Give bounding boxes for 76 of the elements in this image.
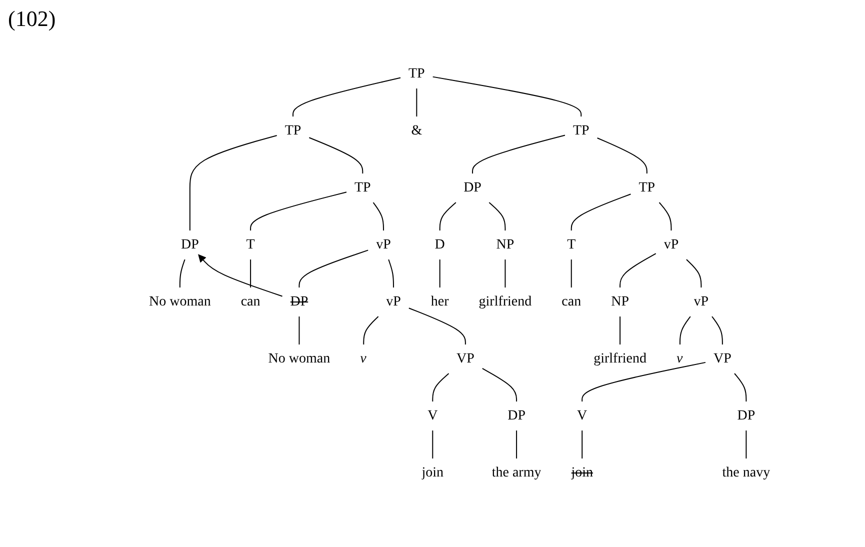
node-text: DP xyxy=(508,408,526,424)
syntax-tree: TP TP & TP DP No woman TP T can vP DP No woman vP v VP V join DP the army DP D her NP girlfriend TP T can vP NP girlfriend vP v VP V join DP the navy xyxy=(133,0,787,547)
connector xyxy=(440,202,457,231)
connector xyxy=(620,253,657,288)
node-text: DP xyxy=(290,294,309,310)
node-text: No woman xyxy=(149,294,212,310)
connector xyxy=(299,316,300,345)
connector xyxy=(489,202,506,231)
connector xyxy=(582,362,706,402)
connector xyxy=(516,430,518,459)
node-text: V xyxy=(428,408,438,424)
connector xyxy=(680,316,692,345)
node-text: her xyxy=(431,294,450,310)
connector xyxy=(299,250,370,288)
connector xyxy=(620,316,621,345)
node-text: T xyxy=(568,238,576,252)
connector xyxy=(432,430,434,459)
node-text: girlfriend xyxy=(479,294,532,310)
node-text: girlfriend xyxy=(594,352,647,366)
connector xyxy=(432,373,450,402)
connector xyxy=(309,137,364,174)
connector xyxy=(571,194,632,231)
node-text: DP xyxy=(464,180,482,196)
example-number: (102) xyxy=(8,6,56,32)
node-text: vP xyxy=(664,238,680,252)
connector xyxy=(190,134,278,231)
node-text: join xyxy=(422,465,444,480)
node-text: D xyxy=(435,238,446,252)
connector xyxy=(482,368,518,402)
connector xyxy=(432,76,582,117)
connector xyxy=(597,138,648,174)
connector xyxy=(440,259,441,288)
node-text: vP xyxy=(694,294,710,310)
connector xyxy=(712,316,724,345)
node-text: TP xyxy=(573,124,590,138)
node-text: can xyxy=(241,294,261,310)
arrow xyxy=(198,254,284,297)
connector xyxy=(388,259,394,288)
node-text: join xyxy=(572,465,594,480)
connector xyxy=(373,202,384,231)
node-text: NP xyxy=(496,238,515,252)
connector xyxy=(364,316,380,345)
node-text: vP xyxy=(386,294,402,310)
node-text: TP xyxy=(285,124,302,138)
node-text: V xyxy=(577,408,588,424)
node-text: TP xyxy=(639,180,656,196)
node-text: the army xyxy=(492,465,542,480)
connector xyxy=(250,259,252,288)
node-text: No woman xyxy=(268,352,331,366)
node-text: VP xyxy=(456,352,475,366)
node-text: NP xyxy=(612,294,630,310)
connector xyxy=(472,134,566,174)
connector xyxy=(180,259,186,288)
connector xyxy=(571,259,572,288)
node-text: DP xyxy=(738,408,756,424)
connector xyxy=(582,430,584,459)
connector xyxy=(686,259,702,288)
node-text: vP xyxy=(376,238,392,252)
connector xyxy=(408,308,466,345)
node-text: T xyxy=(246,238,256,252)
node-text: the navy xyxy=(722,465,771,480)
node-text: v xyxy=(676,352,684,366)
node-text: TP xyxy=(354,180,372,196)
node-text: VP xyxy=(714,352,732,366)
connector xyxy=(292,77,402,117)
node-text: TP xyxy=(408,66,426,82)
connector xyxy=(505,259,506,288)
node-text: & xyxy=(412,124,423,138)
connector xyxy=(746,430,748,459)
connector xyxy=(250,192,348,231)
connector xyxy=(659,202,672,231)
node-text: v xyxy=(360,352,367,366)
connector xyxy=(734,373,748,402)
connector xyxy=(416,88,418,117)
node-text: DP xyxy=(181,238,200,252)
node-text: can xyxy=(562,294,582,310)
